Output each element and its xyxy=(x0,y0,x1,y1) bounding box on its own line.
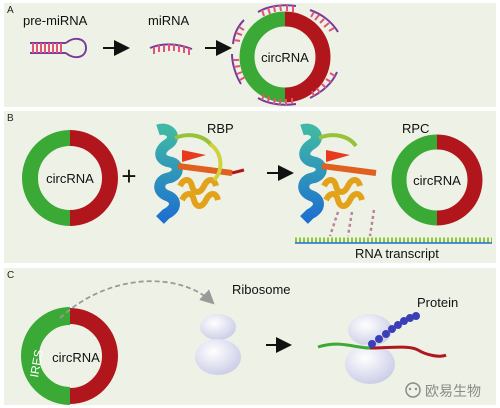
rpc-protein xyxy=(298,123,377,224)
circrna-label-b: circRNA xyxy=(46,171,94,186)
rna-transcript-label: RNA transcript xyxy=(355,246,439,261)
circrna-label-c: circRNA xyxy=(52,350,100,365)
protein-label: Protein xyxy=(417,295,458,310)
wechat-icon xyxy=(405,382,421,398)
mirna-label: miRNA xyxy=(148,13,189,28)
rpc-label: RPC xyxy=(402,121,429,136)
pre-mirna-label: pre-miRNA xyxy=(23,13,88,28)
circrna-label-rpc: circRNA xyxy=(413,173,461,188)
mirna-strand xyxy=(149,43,193,55)
translating-ribosome xyxy=(317,314,447,384)
ires-ribosome-path xyxy=(59,280,215,319)
circrna-ring-c xyxy=(21,307,118,405)
circrna-label-a: circRNA xyxy=(261,50,309,65)
ribosome-label: Ribosome xyxy=(232,282,291,297)
panel-a-letter: A xyxy=(7,5,14,16)
watermark-text: 欧易生物 xyxy=(425,384,481,400)
ribosome xyxy=(195,314,241,375)
rpc-tethers xyxy=(328,209,376,237)
watermark: 欧易生物 xyxy=(405,382,481,400)
circrna-sponge xyxy=(231,4,339,106)
rna-transcript xyxy=(295,237,492,244)
panel-b-letter: B xyxy=(7,113,14,124)
rbp-protein xyxy=(154,123,245,224)
protein-chain xyxy=(368,312,420,348)
panel-c: C xyxy=(4,268,496,405)
panel-c-letter: C xyxy=(7,270,15,281)
pre-mirna-hairpin xyxy=(30,37,88,59)
ires-label: IRES xyxy=(27,348,46,378)
plus-sign: + xyxy=(121,161,136,191)
rbp-label: RBP xyxy=(207,121,234,136)
circrna-ring-b xyxy=(22,130,118,226)
circrna-ring-rpc xyxy=(391,134,483,226)
